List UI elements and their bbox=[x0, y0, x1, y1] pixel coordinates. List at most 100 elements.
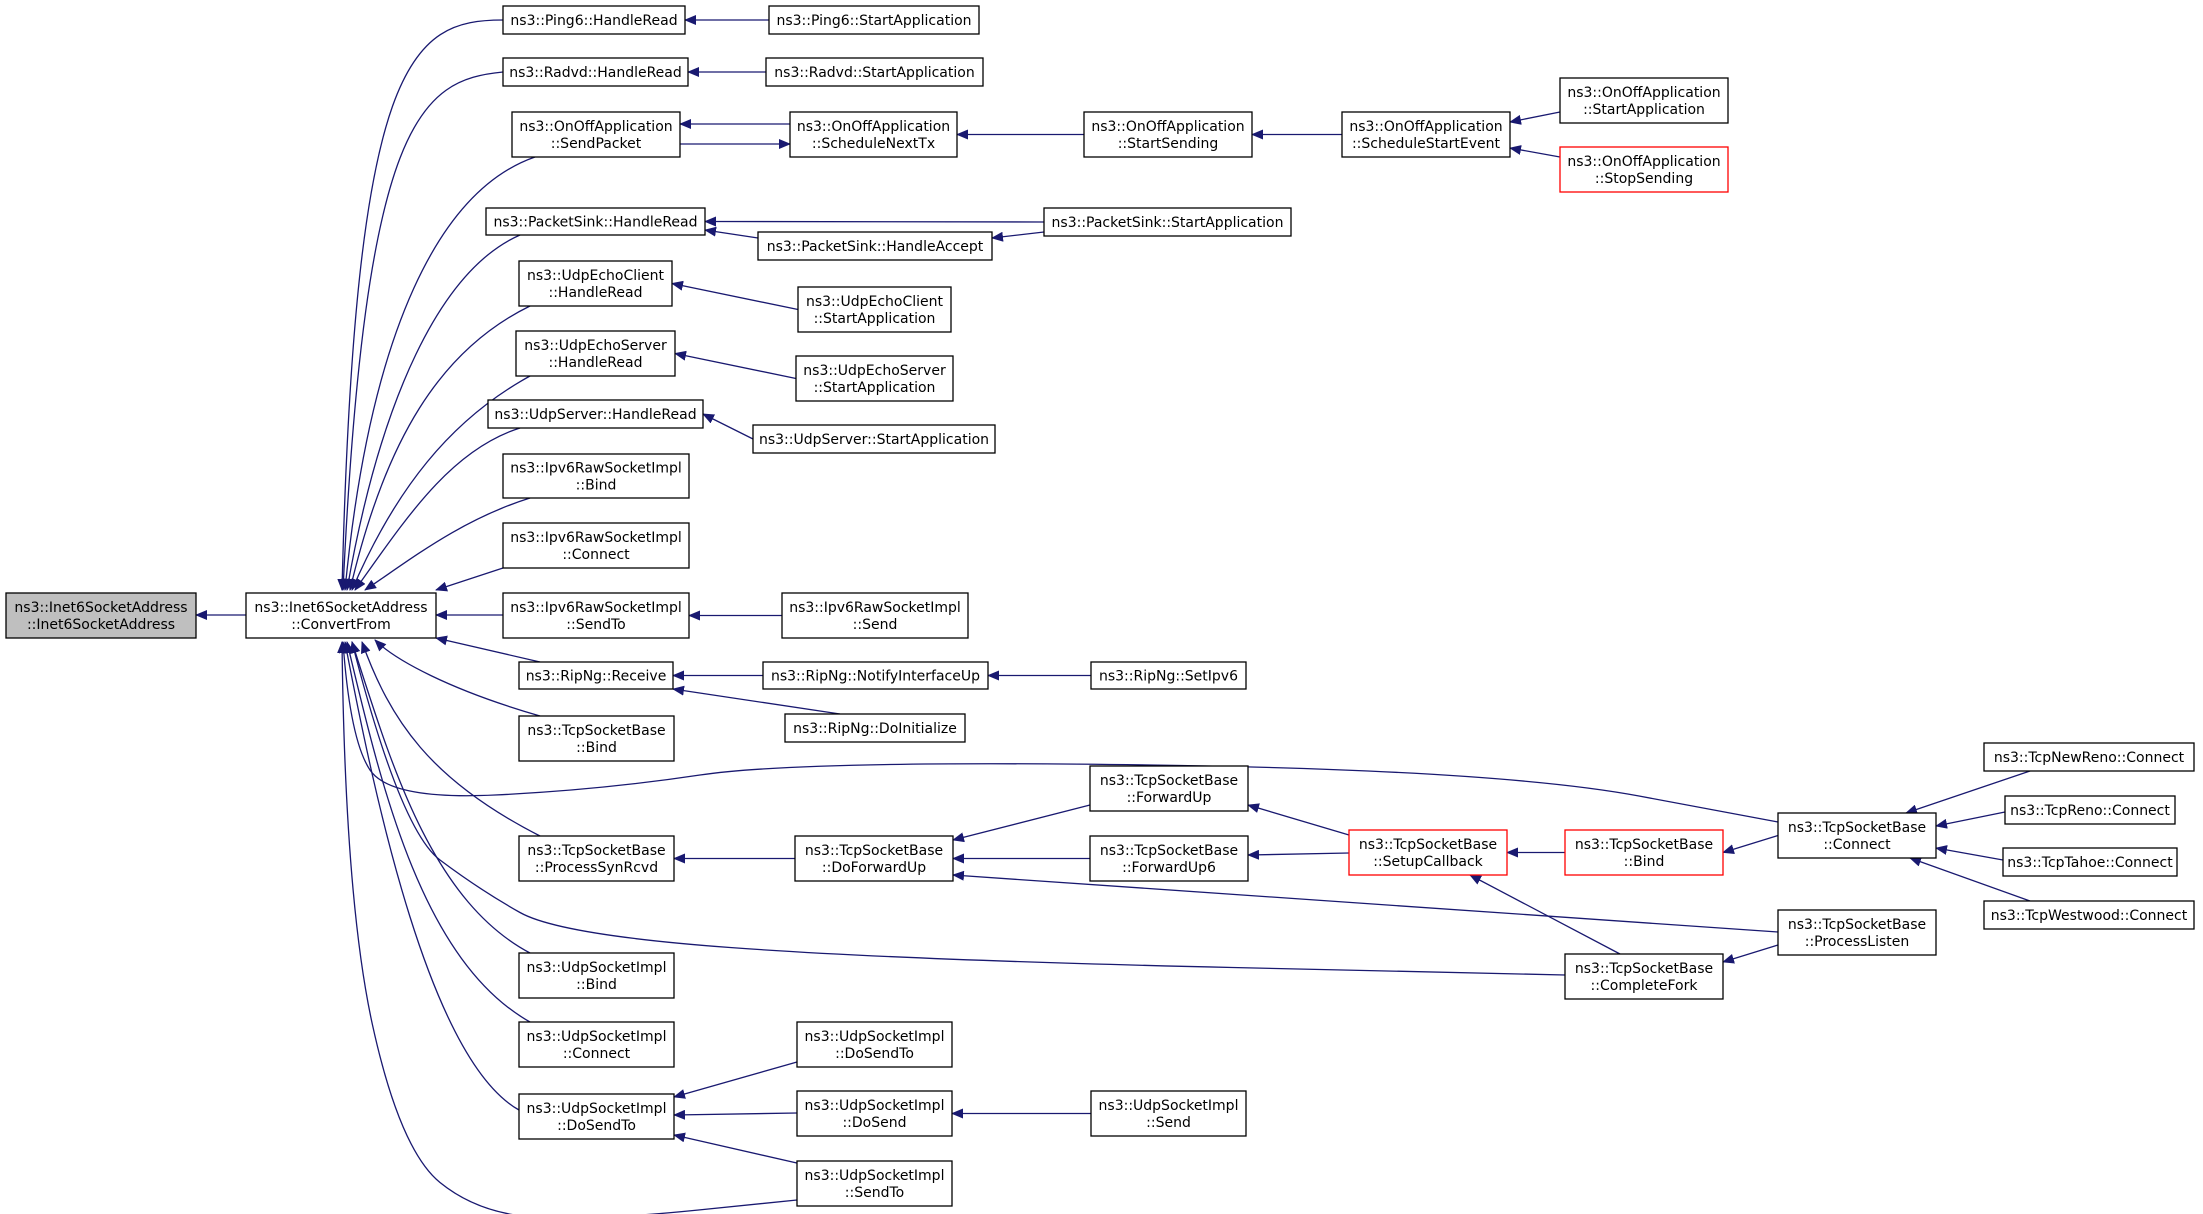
edge-tcp_connect-to-convertfrom bbox=[338, 641, 1779, 823]
node-psink-hr[interactable]: ns3::PacketSink::HandleRead bbox=[485, 207, 706, 236]
node-psink-ha[interactable]: ns3::PacketSink::HandleAccept bbox=[757, 231, 993, 261]
edge-uec_hr-to-convertfrom bbox=[347, 305, 531, 591]
node-usi-send[interactable]: ns3::UdpSocketImpl::Send bbox=[1090, 1090, 1247, 1137]
node-label: ::DoSendTo bbox=[557, 1118, 636, 1134]
edge-uec_sa-to-uec_hr bbox=[671, 280, 799, 311]
node-label: ns3::OnOffApplication bbox=[1567, 85, 1720, 101]
node-box bbox=[487, 399, 704, 429]
edge-ripng_doinit-to-ripng_recv bbox=[672, 685, 841, 715]
node-onoff-sp[interactable]: ns3::OnOffApplication::SendPacket bbox=[511, 111, 681, 158]
node-radvd-sa[interactable]: ns3::Radvd::StartApplication bbox=[765, 57, 984, 87]
edge-tcp_scb-to-tcp_fu bbox=[1247, 803, 1350, 836]
node-box bbox=[796, 1160, 953, 1207]
node-convertfrom[interactable]: ns3::Inet6SocketAddress::ConvertFrom bbox=[245, 592, 437, 639]
node-box bbox=[1983, 742, 2195, 772]
node-label: ns3::PacketSink::HandleRead bbox=[493, 215, 697, 231]
node-usi-bind[interactable]: ns3::UdpSocketImpl::Bind bbox=[518, 952, 675, 999]
node-label: ns3::Ping6::StartApplication bbox=[776, 13, 971, 29]
node-box bbox=[502, 522, 690, 569]
edge-ues_sa-to-ues_hr bbox=[674, 350, 797, 380]
node-psink-sa[interactable]: ns3::PacketSink::StartApplication bbox=[1043, 207, 1292, 237]
edge-onoff_sa-to-onoff_sse bbox=[1509, 111, 1561, 125]
node-label: ns3::TcpSocketBase bbox=[1788, 820, 1926, 836]
node-label: ns3::OnOffApplication bbox=[1567, 154, 1720, 170]
node-label: ::Connect bbox=[562, 547, 630, 563]
node-westwood[interactable]: ns3::TcpWestwood::Connect bbox=[1983, 900, 2195, 930]
node-label: ns3::UdpEchoClient bbox=[806, 294, 944, 310]
node-onoff-ss[interactable]: ns3::OnOffApplication::StartSending bbox=[1083, 111, 1253, 158]
node-label: ns3::TcpSocketBase bbox=[1575, 961, 1713, 977]
node-ripng-setipv6[interactable]: ns3::RipNg::SetIpv6 bbox=[1090, 661, 1247, 690]
node-us-sa[interactable]: ns3::UdpServer::StartApplication bbox=[752, 424, 996, 454]
node-reno[interactable]: ns3::TcpReno::Connect bbox=[2004, 795, 2176, 825]
node-ping6-sa[interactable]: ns3::Ping6::StartApplication bbox=[768, 5, 980, 35]
node-label: ns3::TcpSocketBase bbox=[1100, 773, 1238, 789]
node-label: ::ProcessListen bbox=[1805, 934, 1910, 950]
node-box bbox=[1043, 207, 1292, 237]
node-box bbox=[762, 661, 989, 690]
node-box bbox=[2002, 847, 2178, 877]
node-ues-sa[interactable]: ns3::UdpEchoServer::StartApplication bbox=[795, 355, 954, 402]
node-us-hr[interactable]: ns3::UdpServer::HandleRead bbox=[487, 399, 704, 429]
node-ping6-hr[interactable]: ns3::Ping6::HandleRead bbox=[502, 5, 686, 35]
node-box bbox=[752, 424, 996, 454]
node-label: ns3::Radvd::HandleRead bbox=[509, 65, 682, 81]
node-ripng-niu[interactable]: ns3::RipNg::NotifyInterfaceUp bbox=[762, 661, 989, 690]
edge-onoff_stop-to-onoff_sse bbox=[1509, 145, 1561, 158]
node-label: ::StopSending bbox=[1595, 171, 1693, 187]
node-label: ::Send bbox=[853, 617, 898, 633]
node-i6r-sendto[interactable]: ns3::Ipv6RawSocketImpl::SendTo bbox=[502, 592, 690, 639]
node-root[interactable]: ns3::Inet6SocketAddress::Inet6SocketAddr… bbox=[5, 592, 197, 639]
node-label: ::Connect bbox=[1823, 837, 1891, 853]
node-ripng-recv[interactable]: ns3::RipNg::Receive bbox=[518, 661, 674, 690]
node-label: ::StartApplication bbox=[1583, 102, 1705, 118]
node-ues-hr[interactable]: ns3::UdpEchoServer::HandleRead bbox=[515, 330, 676, 377]
node-ripng-doinit[interactable]: ns3::RipNg::DoInitialize bbox=[784, 713, 966, 743]
node-label: ns3::UdpSocketImpl bbox=[805, 1168, 945, 1184]
node-label: ::ForwardUp bbox=[1127, 790, 1212, 806]
edge-tcp_cf-to-tcp_scb bbox=[1469, 874, 1621, 955]
node-tcp-connect[interactable]: ns3::TcpSocketBase::Connect bbox=[1777, 812, 1937, 859]
node-onoff-snt[interactable]: ns3::OnOffApplication::ScheduleNextTx bbox=[789, 111, 958, 158]
edge-psink_sa-to-psink_hr bbox=[704, 216, 1045, 227]
node-tcp-fu[interactable]: ns3::TcpSocketBase::ForwardUp bbox=[1089, 765, 1249, 812]
edge-ues_hr-to-convertfrom bbox=[351, 375, 531, 591]
node-tcp-bind-a[interactable]: ns3::TcpSocketBase::Bind bbox=[518, 715, 675, 762]
node-uec-hr[interactable]: ns3::UdpEchoClient::HandleRead bbox=[518, 260, 673, 307]
node-label: ns3::TcpReno::Connect bbox=[2010, 803, 2170, 819]
node-i6r-bind[interactable]: ns3::Ipv6RawSocketImpl::Bind bbox=[502, 453, 690, 499]
node-onoff-stop[interactable]: ns3::OnOffApplication::StopSending bbox=[1559, 146, 1729, 193]
node-usi-connect[interactable]: ns3::UdpSocketImpl::Connect bbox=[518, 1021, 675, 1068]
node-onoff-sa[interactable]: ns3::OnOffApplication::StartApplication bbox=[1559, 77, 1729, 124]
edge-psink_ha-to-psink_hr bbox=[704, 226, 759, 239]
node-uec-sa[interactable]: ns3::UdpEchoClient::StartApplication bbox=[797, 286, 952, 333]
node-box bbox=[1089, 765, 1249, 812]
node-newreno[interactable]: ns3::TcpNewReno::Connect bbox=[1983, 742, 2195, 772]
node-usi-dst-b[interactable]: ns3::UdpSocketImpl::DoSendTo bbox=[796, 1021, 953, 1068]
node-radvd-hr[interactable]: ns3::Radvd::HandleRead bbox=[502, 57, 689, 87]
node-usi-dst-a[interactable]: ns3::UdpSocketImpl::DoSendTo bbox=[518, 1093, 675, 1140]
node-label: ns3::Ipv6RawSocketImpl bbox=[510, 461, 682, 477]
node-label: ::Connect bbox=[563, 1046, 631, 1062]
edge-usi_dst_b-to-usi_dst_a bbox=[673, 1061, 798, 1099]
node-tcp-scb[interactable]: ns3::TcpSocketBase::SetupCallback bbox=[1348, 829, 1508, 876]
node-tcp-cf[interactable]: ns3::TcpSocketBase::CompleteFork bbox=[1564, 953, 1724, 1000]
node-usi-dosend[interactable]: ns3::UdpSocketImpl::DoSend bbox=[796, 1090, 953, 1137]
node-label: ns3::UdpSocketImpl bbox=[805, 1029, 945, 1045]
node-box bbox=[518, 1021, 675, 1068]
edge-tcp_pl-to-tcp_cf bbox=[1722, 944, 1779, 964]
node-tcp-fu6[interactable]: ns3::TcpSocketBase::ForwardUp6 bbox=[1089, 835, 1249, 882]
node-box bbox=[518, 661, 674, 690]
node-tahoe[interactable]: ns3::TcpTahoe::Connect bbox=[2002, 847, 2178, 877]
node-label: ns3::Ping6::HandleRead bbox=[510, 13, 677, 29]
node-label: ns3::RipNg::NotifyInterfaceUp bbox=[771, 669, 980, 685]
node-onoff-sse[interactable]: ns3::OnOffApplication::ScheduleStartEven… bbox=[1341, 111, 1511, 158]
node-tcp-pl[interactable]: ns3::TcpSocketBase::ProcessListen bbox=[1777, 909, 1937, 956]
node-label: ::StartApplication bbox=[814, 311, 936, 327]
node-i6r-connect[interactable]: ns3::Ipv6RawSocketImpl::Connect bbox=[502, 522, 690, 569]
node-tcp-psr[interactable]: ns3::TcpSocketBase::ProcessSynRcvd bbox=[518, 835, 675, 882]
node-i6r-send[interactable]: ns3::Ipv6RawSocketImpl::Send bbox=[781, 592, 969, 639]
node-tcp-dfu[interactable]: ns3::TcpSocketBase::DoForwardUp bbox=[794, 835, 954, 882]
node-usi-sendto[interactable]: ns3::UdpSocketImpl::SendTo bbox=[796, 1160, 953, 1207]
node-tcp-bind-b[interactable]: ns3::TcpSocketBase::Bind bbox=[1564, 829, 1724, 876]
